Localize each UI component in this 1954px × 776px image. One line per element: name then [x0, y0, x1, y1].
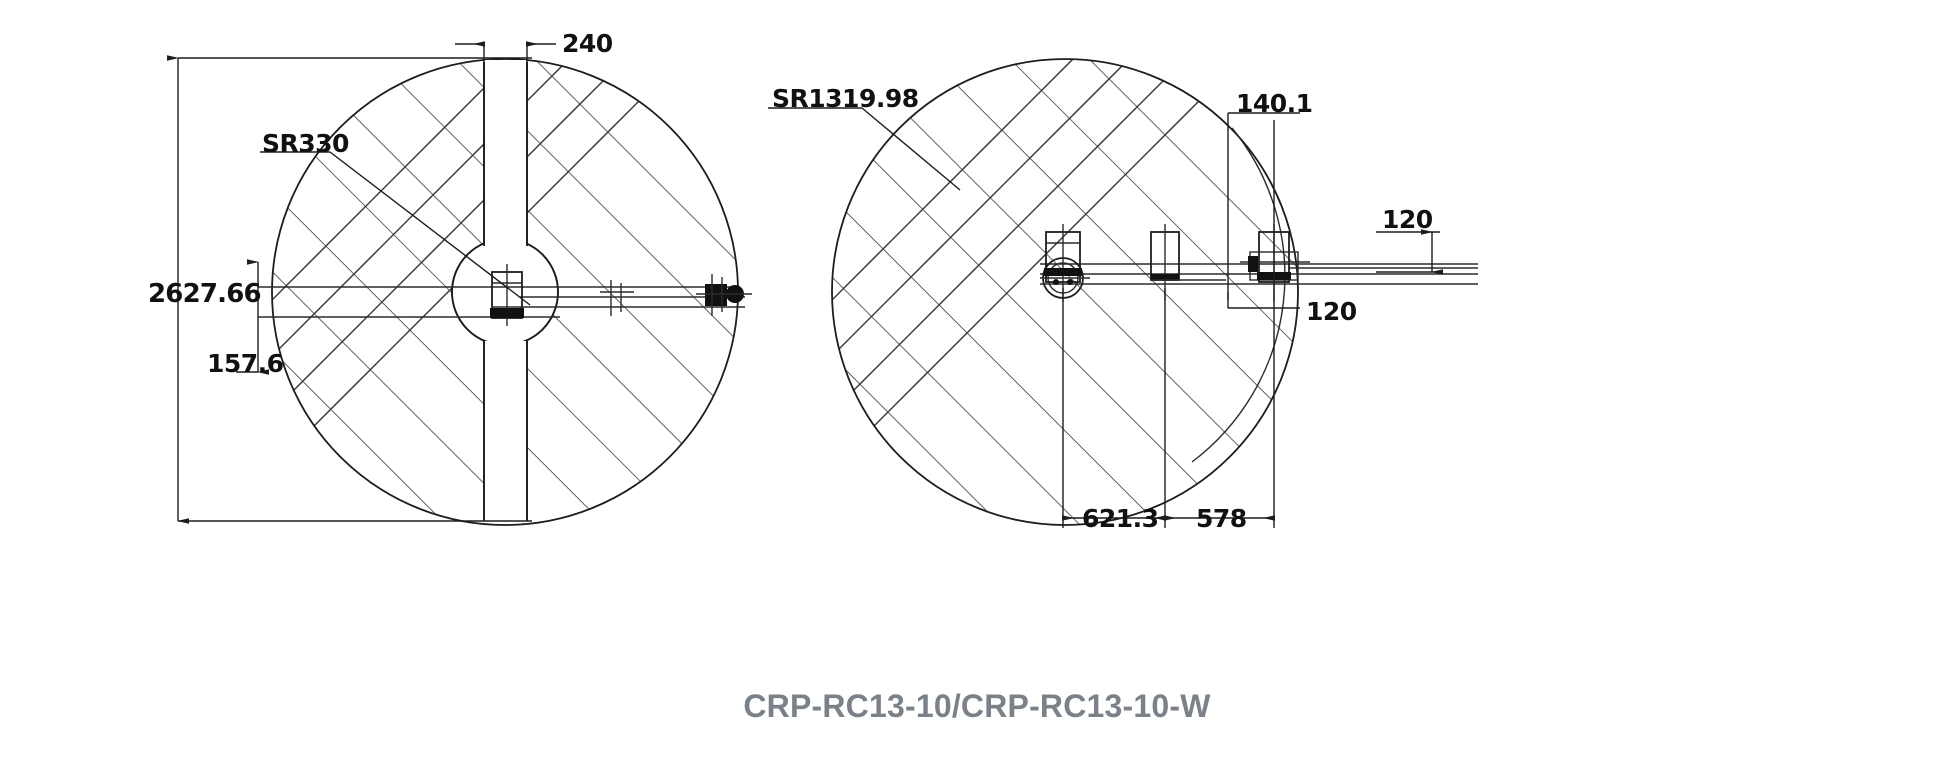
part-number-title: CRP-RC13-10/CRP-RC13-10-W	[743, 688, 1211, 724]
leader-sr330	[260, 151, 531, 306]
left-hub-band-redraw	[483, 62, 528, 521]
dim-label-span-621: 621.3	[1082, 504, 1159, 533]
dim-label-sr330: SR330	[262, 129, 349, 158]
dim-label-overall-height: 2627.66	[148, 279, 261, 309]
right-extension-lines	[1062, 120, 1275, 528]
dim-overall-height	[167, 55, 532, 524]
dim-label-clearance-lower: 120	[1306, 297, 1357, 326]
dim-label-shaft-offset: 157.6	[207, 349, 284, 378]
leader-140	[1227, 112, 1300, 300]
dim-label-span-578: 578	[1196, 504, 1247, 533]
dim-hub-width	[455, 41, 556, 80]
dim-label-clearance-upper: 120	[1382, 205, 1433, 234]
right-bolt-middle	[1150, 224, 1226, 300]
right-inner-profile-arc	[1191, 127, 1286, 463]
right-disc-outline	[831, 58, 1299, 526]
left-hub-bolt-base	[490, 308, 524, 318]
leader-sr1319	[768, 107, 961, 191]
right-view-group	[768, 58, 1478, 528]
right-section-crosshatch	[832, 59, 1217, 441]
left-view-group	[167, 41, 752, 526]
dim-clearance-upper	[1376, 229, 1443, 275]
dim-clearance-lower	[1227, 292, 1300, 309]
right-section-hatching	[832, 59, 1298, 525]
dim-shaft-offset	[236, 259, 269, 375]
left-mid-fitting	[600, 280, 634, 316]
dim-label-140: 140.1	[1236, 89, 1313, 118]
left-end-fitting	[696, 274, 752, 316]
dim-label-hub-width: 240	[562, 29, 613, 58]
dim-label-sr1319: SR1319.98	[772, 84, 919, 113]
left-shaft-assembly	[258, 264, 752, 326]
